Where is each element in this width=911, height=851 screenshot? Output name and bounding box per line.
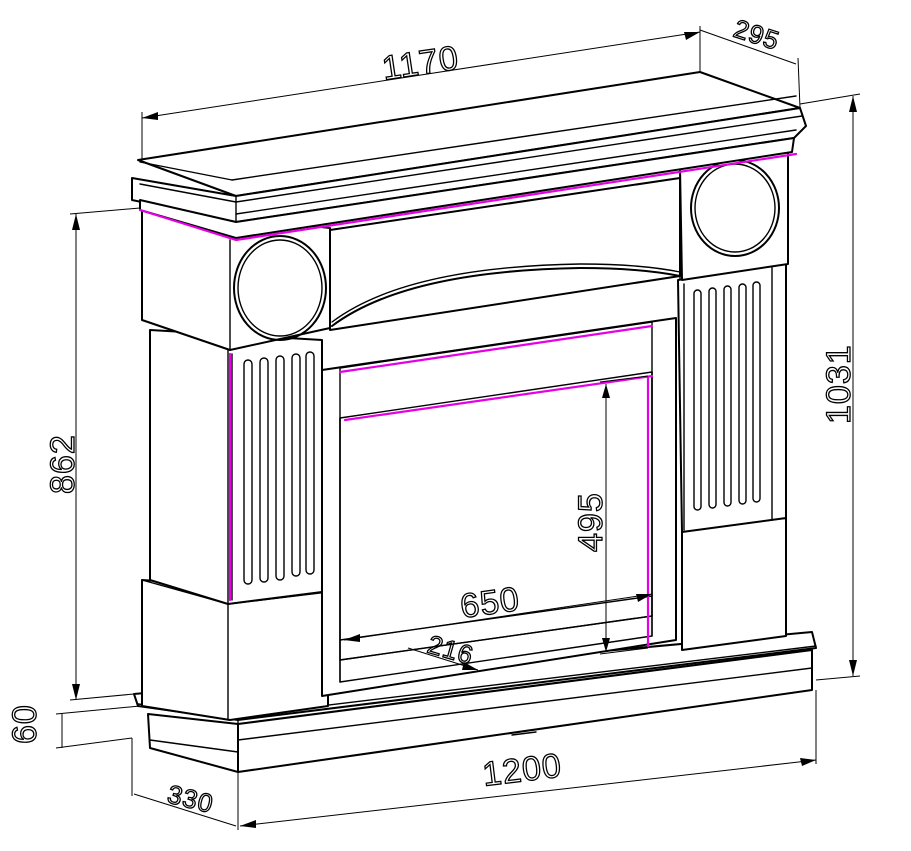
dimension-lines: [55, 26, 861, 830]
dim-top-depth: 295: [730, 13, 783, 56]
firebox-top-highlight: [338, 324, 654, 374]
dimension-arrows: [72, 32, 857, 828]
dim-base-height: 60: [6, 704, 44, 744]
frieze: [329, 177, 681, 331]
dim-base-depth: 330: [165, 779, 217, 819]
dim-opening-width: 650: [458, 580, 522, 626]
firebox: [321, 317, 677, 697]
firebox-inner-highlight: [343, 374, 654, 422]
mantel-highlight: [138, 208, 238, 242]
right-pillar: [677, 149, 789, 651]
left-pillar: [141, 207, 331, 721]
dim-top-width: 1170: [380, 39, 462, 88]
mantel-shelf: [131, 71, 807, 242]
dim-total-height: 1031: [820, 344, 858, 424]
dim-base-width: 1200: [480, 747, 564, 794]
dim-side-height: 862: [44, 434, 82, 494]
left-roundel: [233, 235, 327, 341]
frieze-arch: [331, 267, 681, 327]
left-flutes: [243, 351, 315, 585]
right-flutes: [693, 281, 761, 511]
dim-opening-height: 495: [572, 492, 610, 552]
